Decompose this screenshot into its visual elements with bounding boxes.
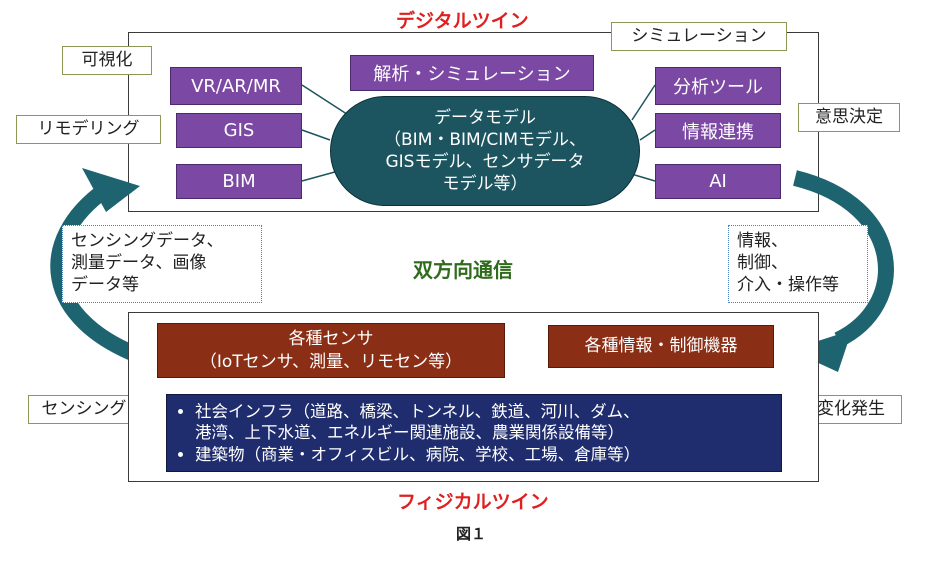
infra-item-buildings: 建築物（商業・オフィスビル、病院、学校、工場、倉庫等） [195, 444, 771, 465]
remodeling-label: リモデリング [16, 115, 161, 144]
bim-box: BIM [176, 164, 302, 199]
data-model-ellipse: データモデル （BIM・BIM/CIMモデル、 GISモデル、センサデータ モデ… [330, 96, 640, 206]
physical-twin-title: フィジカルツイン [397, 491, 549, 513]
info-linkage-box: 情報連携 [655, 113, 781, 148]
right-info-box: 情報、 制御、 介入・操作等 [728, 225, 868, 303]
sensor-box: 各種センサ （IoTセンサ、測量、リモセン等） [157, 323, 505, 378]
ai-box: AI [655, 164, 781, 199]
sensor-detail: （IoTセンサ、測量、リモセン等） [199, 351, 463, 372]
bidirectional-label: 双方向通信 [413, 258, 513, 282]
vr-ar-mr-box: VR/AR/MR [170, 67, 302, 105]
sensing-label: センシング [28, 395, 140, 424]
gis-box: GIS [176, 113, 302, 148]
data-model-line: GISモデル、センサデータ [385, 152, 585, 172]
analysis-tool-box: 分析ツール [655, 67, 781, 105]
infrastructure-box: 社会インフラ（道路、橋梁、トンネル、鉄道、河川、ダム、 港湾、上下水道、エネルギ… [166, 394, 782, 472]
data-model-line: （BIM・BIM/CIMモデル、 [384, 129, 586, 150]
data-model-line: データモデル [434, 107, 536, 128]
infra-item-social: 社会インフラ（道路、橋梁、トンネル、鉄道、河川、ダム、 港湾、上下水道、エネルギ… [195, 401, 771, 444]
figure-caption: 図１ [456, 525, 487, 543]
sensor-title: 各種センサ [288, 328, 374, 349]
data-model-line: モデル等） [442, 174, 528, 195]
digital-twin-title: デジタルツイン [396, 10, 529, 32]
analysis-simulation-box: 解析・シミュレーション [350, 55, 594, 91]
decision-label: 意思決定 [798, 103, 900, 132]
simulation-tag: シミュレーション [611, 22, 787, 51]
control-device-box: 各種情報・制御機器 [548, 325, 774, 368]
visualization-label: 可視化 [62, 46, 152, 75]
left-info-box: センシングデータ、 測量データ、画像 データ等 [62, 225, 262, 303]
